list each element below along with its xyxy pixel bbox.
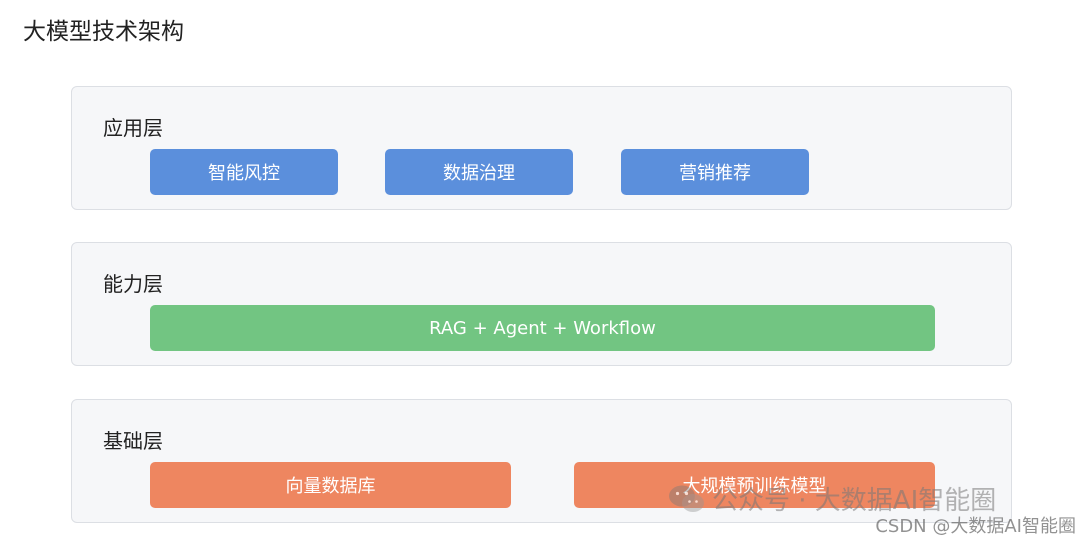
- wechat-watermark-text: 公众号 · 大数据AI智能圈: [712, 486, 997, 516]
- box-marketing-recommendation: 营销推荐: [621, 149, 809, 195]
- layer-label: 能力层: [103, 272, 163, 296]
- diagram-title: 大模型技术架构: [23, 19, 184, 45]
- wechat-watermark: 公众号 · 大数据AI智能圈: [668, 480, 996, 517]
- box-vector-database: 向量数据库: [150, 462, 511, 508]
- layer-application: 应用层 智能风控 数据治理 营销推荐: [71, 86, 1012, 210]
- layer-foundation: 基础层 向量数据库 大规模预训练模型: [71, 399, 1012, 523]
- box-rag-agent-workflow: RAG + Agent + Workflow: [150, 305, 935, 351]
- layer-capability: 能力层 RAG + Agent + Workflow: [71, 242, 1012, 366]
- box-pretrained-model: 大规模预训练模型: [574, 462, 935, 508]
- box-risk-control: 智能风控: [150, 149, 338, 195]
- layer-label: 应用层: [103, 116, 163, 140]
- csdn-watermark: CSDN @大数据AI智能圈: [875, 516, 1076, 537]
- wechat-icon: [668, 484, 706, 514]
- layer-label: 基础层: [103, 429, 163, 453]
- box-data-governance: 数据治理: [385, 149, 573, 195]
